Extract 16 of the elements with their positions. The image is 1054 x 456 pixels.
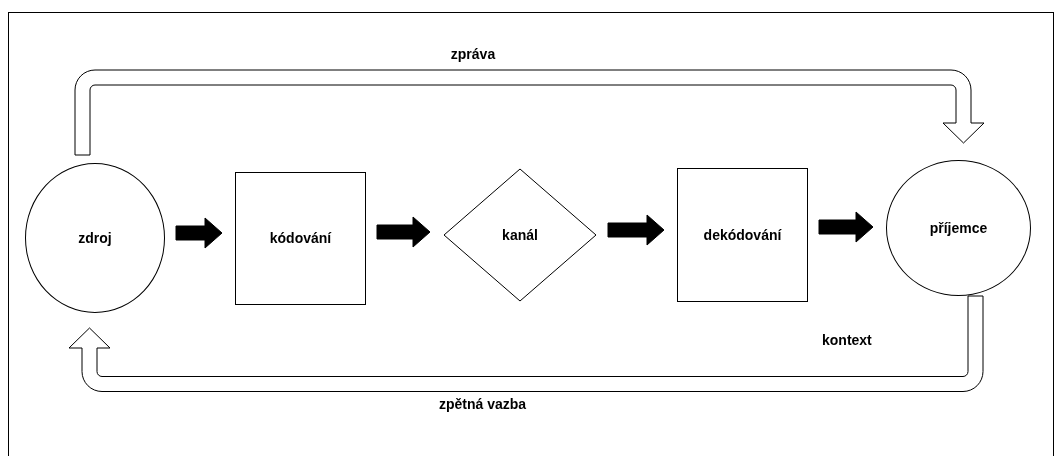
block-arrow xyxy=(818,211,874,243)
edge-label: zpráva xyxy=(450,45,496,64)
block-arrow xyxy=(607,214,665,246)
node-text: příjemce xyxy=(929,218,988,238)
hollow-arrow xyxy=(74,69,985,156)
hollow-arrow xyxy=(68,295,984,392)
edge-label: zpětná vazba xyxy=(438,395,527,414)
node-text: kanál xyxy=(502,225,538,245)
process-box xyxy=(677,168,808,302)
context-label: kontext xyxy=(822,331,872,350)
node-text: kódování xyxy=(269,229,332,248)
node-text: dekódování xyxy=(703,225,782,245)
block-arrow xyxy=(376,216,431,248)
node-text: zdroj xyxy=(78,228,112,248)
process-box xyxy=(235,172,366,305)
block-arrow xyxy=(175,217,223,249)
